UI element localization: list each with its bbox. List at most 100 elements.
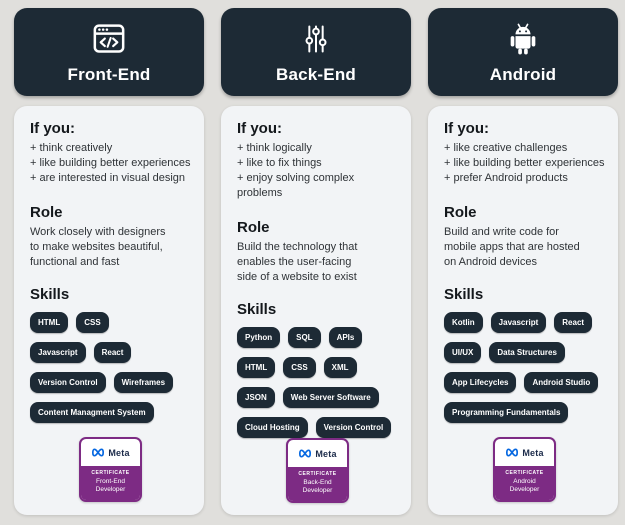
- list-item: + think creatively: [30, 142, 113, 154]
- meta-wordmark: Meta: [315, 448, 337, 459]
- column-front-end: Front-End If you: + think creatively + li…: [14, 8, 204, 515]
- meta-logo: Meta: [495, 439, 554, 466]
- skill-badge: CSS: [76, 312, 109, 333]
- skill-badge: UI/UX: [444, 342, 482, 363]
- if-you-heading: If you:: [237, 120, 282, 137]
- meta-infinity-icon: [505, 444, 519, 462]
- meta-certificate-badge: Meta CERTIFICATE Front-End Developer: [79, 437, 142, 502]
- skill-row: HTML CSS: [30, 312, 191, 333]
- certificate-wrap: Meta CERTIFICATE Front-End Developer: [30, 437, 191, 502]
- meta-certificate-badge: Meta CERTIFICATE Back-End Developer: [286, 438, 349, 503]
- if-you-list: + think creatively + like building better…: [30, 141, 191, 186]
- skill-badge: HTML: [30, 312, 69, 333]
- skill-row: JSON Web Server Software: [237, 387, 398, 408]
- list-item: + are interested in visual design: [30, 172, 186, 184]
- certificate-label: CERTIFICATE: [91, 470, 130, 476]
- skill-row: HTML CSS XML: [237, 357, 398, 378]
- skill-badge: Javascript: [490, 312, 547, 333]
- skill-row: Programming Fundamentals: [444, 402, 605, 423]
- list-item: + prefer Android products: [444, 172, 568, 184]
- if-you-list: + think logically + like to fix things + e…: [237, 141, 398, 201]
- if-you-heading: If you:: [444, 120, 489, 137]
- skill-badge: Web Server Software: [282, 387, 379, 408]
- role-heading: Role: [237, 219, 270, 236]
- skill-badge: Javascript: [30, 342, 86, 363]
- meta-wordmark: Meta: [108, 447, 130, 458]
- skill-badge: Version Control: [30, 372, 106, 393]
- skill-row: App Lifecycles Android Studio: [444, 372, 605, 393]
- meta-certificate-badge: Meta CERTIFICATE Android Developer: [493, 437, 556, 502]
- list-item: + enjoy solving complex problems: [237, 172, 355, 199]
- certificate-name: Front-End Developer: [95, 478, 126, 493]
- certificate-info: CERTIFICATE Back-End Developer: [288, 467, 347, 501]
- list-item: + like creative challenges: [444, 142, 568, 154]
- role-heading: Role: [444, 204, 477, 221]
- certificate-wrap: Meta CERTIFICATE Android Developer: [444, 437, 605, 502]
- android-header-card: Android: [428, 8, 618, 96]
- skill-badge: Programming Fundamentals: [444, 402, 569, 423]
- skill-row: Version Control Wireframes: [30, 372, 191, 393]
- certificate-name: Android Developer: [509, 478, 540, 493]
- role-text: Build and write code for mobile apps tha…: [444, 226, 580, 268]
- skills-heading: Skills: [237, 301, 277, 318]
- skill-badge: App Lifecycles: [444, 372, 517, 393]
- certificate-wrap: Meta CERTIFICATE Back-End Developer: [237, 438, 398, 503]
- skill-badge: JSON: [237, 387, 275, 408]
- skill-badge: Wireframes: [113, 372, 174, 393]
- skill-badge: Cloud Hosting: [237, 417, 308, 438]
- certificate-info: CERTIFICATE Front-End Developer: [81, 466, 140, 500]
- skills-heading: Skills: [30, 286, 70, 303]
- column-back-end: Back-End If you: + think logically + like…: [221, 8, 411, 515]
- role-text: Build the technology that enables the us…: [237, 241, 358, 283]
- skill-badge: CSS: [283, 357, 316, 378]
- back-end-body-card: If you: + think logically + like to fix t…: [221, 106, 411, 515]
- skill-badge: APIs: [328, 327, 363, 348]
- skills-heading: Skills: [444, 286, 484, 303]
- skill-badge: HTML: [237, 357, 276, 378]
- list-item: + like to fix things: [237, 157, 322, 169]
- skill-row: Content Managment System: [30, 402, 191, 423]
- certificate-label: CERTIFICATE: [505, 470, 544, 476]
- certificate-name: Back-End Developer: [302, 479, 333, 494]
- certificate-info: CERTIFICATE Android Developer: [495, 466, 554, 500]
- meta-logo: Meta: [81, 439, 140, 466]
- skill-row: Javascript React: [30, 342, 191, 363]
- skill-badge: Kotlin: [444, 312, 483, 333]
- skill-badge: Python: [237, 327, 281, 348]
- meta-infinity-icon: [91, 444, 105, 462]
- if-you-heading: If you:: [30, 120, 75, 137]
- column-title: Android: [489, 65, 557, 84]
- sliders-icon: [296, 19, 336, 59]
- column-android: Android If you: + like creative challeng…: [428, 8, 618, 515]
- meta-infinity-icon: [298, 445, 312, 463]
- back-end-header-card: Back-End: [221, 8, 411, 96]
- skill-badge: React: [93, 342, 132, 363]
- front-end-header-card: Front-End: [14, 8, 204, 96]
- certificate-label: CERTIFICATE: [298, 471, 337, 477]
- browser-code-icon: [89, 19, 129, 59]
- column-title: Back-End: [275, 65, 356, 84]
- android-body-card: If you: + like creative challenges+ like…: [428, 106, 618, 515]
- skill-badge: React: [554, 312, 593, 333]
- skill-row: Kotlin Javascript React: [444, 312, 605, 333]
- skill-badge: Android Studio: [524, 372, 599, 393]
- skill-badge: XML: [323, 357, 357, 378]
- if-you-list: + like creative challenges + like buildin…: [444, 141, 605, 186]
- android-robot-icon: [503, 19, 543, 59]
- role-heading: Role: [30, 204, 63, 221]
- role-text: Work closely with designers to make webs…: [30, 226, 166, 268]
- front-end-body-card: If you: + think creatively + like buildin…: [14, 106, 204, 515]
- list-item: + think logically: [237, 142, 312, 154]
- meta-logo: Meta: [288, 440, 347, 467]
- list-item: + like building better experiences: [444, 157, 605, 169]
- list-item: + like building better experiences: [30, 157, 191, 169]
- skill-badge: Content Managment System: [30, 402, 154, 423]
- column-title: Front-End: [67, 65, 151, 84]
